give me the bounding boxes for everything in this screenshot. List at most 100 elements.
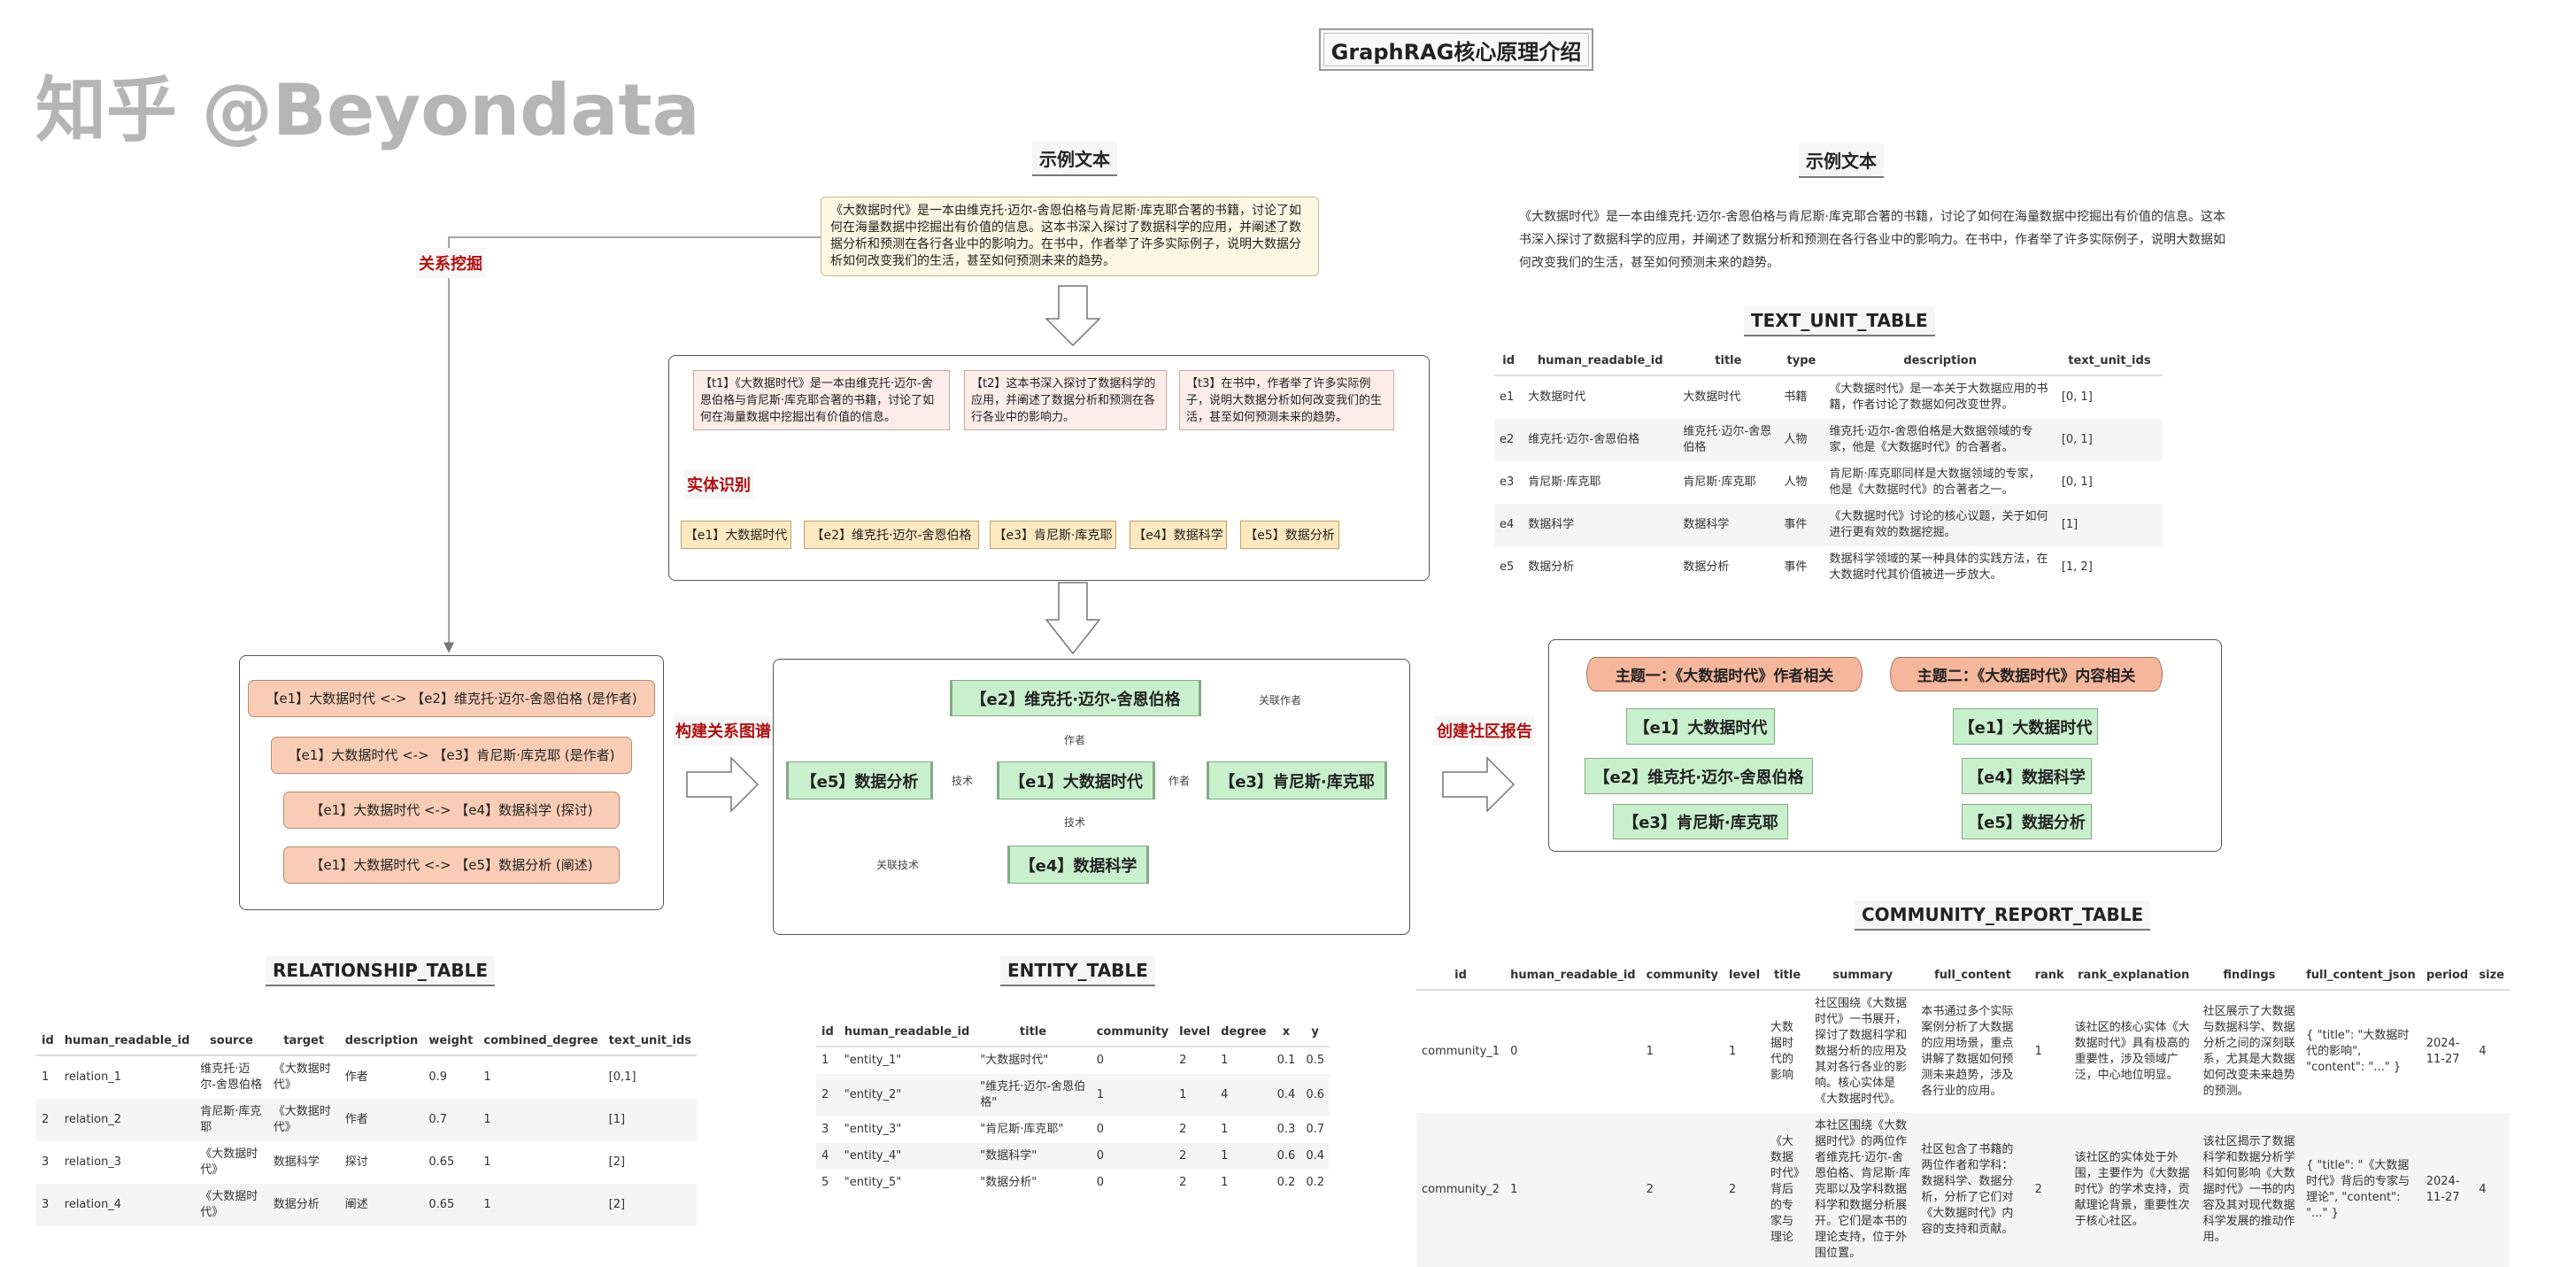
table-cell: 0.4 xyxy=(1271,1074,1301,1116)
table-cell: 1 xyxy=(1221,1054,1229,1067)
down-arrow-2 xyxy=(1045,582,1101,655)
column-header: rank_explanation xyxy=(2069,962,2198,991)
table-cell: relation_4 xyxy=(58,1184,196,1226)
column-header: degree xyxy=(1215,1018,1272,1047)
graph-node-e1: 【e1】大数据时代 xyxy=(997,761,1155,800)
table-cell: 1 xyxy=(483,1070,491,1084)
entity-e2: 【e2】维克托·迈尔-舍恩伯格 xyxy=(804,521,979,549)
community-report-table-title: COMMUNITY_REPORT_TABLE xyxy=(1855,900,2151,931)
table-cell: 《大数据时代》 xyxy=(200,1147,258,1177)
table-cell: 该社区的核心实体《大数据时代》具有极高的重要性，涉及领域广泛，中心地位明显。 xyxy=(2074,1021,2190,1082)
table-cell: "肯尼斯·库克耶" xyxy=(980,1123,1064,1136)
column-header: human_readable_id xyxy=(1523,347,1678,376)
sample-text-heading: 示例文本 xyxy=(1032,142,1117,176)
table-cell: 《大数据时代》讨论的核心议题，关于如何进行更有效的数据挖掘。 xyxy=(1824,504,2056,546)
relation-item: 【e1】大数据时代 <-> 【e5】数据分析 (阐述) xyxy=(283,846,620,884)
table-cell: 3 xyxy=(36,1184,59,1226)
edge-label: 关联技术 xyxy=(875,857,922,872)
table-cell: 0.4 xyxy=(1300,1143,1330,1170)
table-cell: 1 xyxy=(42,1070,50,1084)
table-cell: 事件 xyxy=(1784,560,1808,574)
table-cell: 《大数据时代》 xyxy=(267,1099,340,1141)
table-cell: "entity_2" xyxy=(838,1074,976,1116)
table-cell: 数据科学 xyxy=(1677,504,1779,546)
column-header: text_unit_ids xyxy=(603,1027,697,1056)
table-cell: 《大数据时代》 xyxy=(195,1184,268,1226)
table-cell: 1 xyxy=(1221,1123,1229,1136)
relation-mining-connector xyxy=(443,236,821,653)
right-arrow-2 xyxy=(1442,756,1516,813)
table-cell: "维克托·迈尔-舍恩伯格" xyxy=(975,1074,1091,1116)
text-unit-t2: 【t2】这本书深入探讨了数据科学的应用，并阐述了数据分析和预测在各行各业中的影响… xyxy=(964,370,1167,430)
column-header: community xyxy=(1091,1018,1175,1047)
column-header: description xyxy=(339,1027,424,1056)
entity-e5: 【e5】数据分析 xyxy=(1240,521,1339,549)
graph-node-e3: 【e3】肯尼斯·库克耶 xyxy=(1207,761,1387,800)
community-topic-2: 主题二：《大数据时代》内容相关 xyxy=(1890,657,2163,691)
column-header: rank xyxy=(2029,962,2070,991)
text-unit-table-title: TEXT_UNIT_TABLE xyxy=(1744,306,1935,336)
table-cell: 0.7 xyxy=(423,1099,479,1141)
table-cell: 0.65 xyxy=(423,1184,479,1226)
column-header: title xyxy=(975,1018,1091,1047)
edge-label: 技术 xyxy=(1062,815,1088,830)
table-cell: 大数据时代的影响 xyxy=(1770,1021,1794,1082)
edge-label: 作者 xyxy=(1167,773,1192,788)
column-header: source xyxy=(195,1027,268,1056)
table-cell: 0.2 xyxy=(1276,1176,1296,1189)
edge-label: 技术 xyxy=(950,773,976,788)
table-cell: 0 xyxy=(1096,1176,1104,1189)
column-header: combined_degree xyxy=(478,1027,604,1056)
table-cell: 3 xyxy=(42,1155,50,1169)
relation-item: 【e1】大数据时代 <-> 【e4】数据科学 (探讨) xyxy=(283,792,620,829)
table-cell: community_2 xyxy=(1416,1113,1506,1267)
entity-table-title: ENTITY_TABLE xyxy=(1000,956,1155,986)
column-header: text_unit_ids xyxy=(2055,347,2163,376)
table-cell: 0.6 xyxy=(1271,1143,1301,1170)
column-header: y xyxy=(1300,1018,1330,1047)
table-cell: 1 xyxy=(821,1054,829,1067)
table-cell: 2 xyxy=(36,1099,59,1141)
table-cell: "entity_5" xyxy=(844,1176,902,1189)
table-cell: 0.5 xyxy=(1306,1054,1324,1067)
table-cell: "entity_3" xyxy=(844,1123,902,1136)
entity-recognition-label: 实体识别 xyxy=(684,469,753,499)
table-cell: 1 xyxy=(1221,1176,1229,1189)
table-cell: 数据分析 xyxy=(267,1184,340,1226)
table-cell: 2024-11-27 xyxy=(2420,1113,2474,1267)
table-cell: 1 xyxy=(1646,1045,1654,1058)
column-header: type xyxy=(1778,347,1824,376)
column-header: title xyxy=(1765,962,1810,991)
table-cell: 《大数据时代》背后的专家与理论 xyxy=(1765,1113,1810,1267)
table-cell: 1 xyxy=(483,1155,491,1169)
relation-mining-label: 关系挖掘 xyxy=(416,248,485,278)
column-header: summary xyxy=(1809,962,1917,991)
table-cell: 事件 xyxy=(1778,504,1824,546)
table-cell: { "title": "《大数据时代》背后的专家与理论", "content":… xyxy=(2301,1113,2421,1267)
table-cell: [1, 2] xyxy=(2061,560,2093,574)
table-cell: 0 xyxy=(1096,1054,1104,1067)
table-cell: 1 xyxy=(2034,1045,2042,1058)
column-header: id xyxy=(1416,962,1506,991)
table-cell: 5 xyxy=(821,1176,829,1189)
column-header: human_readable_id xyxy=(1505,962,1641,991)
table-cell: 社区围绕《大数据时代》一书展开，探讨了数据科学和数据分析的应用及其对各行各业的影… xyxy=(1815,997,1908,1106)
table-cell: 人物 xyxy=(1784,475,1808,489)
table-cell: relation_1 xyxy=(64,1070,122,1084)
table-cell: "entity_1" xyxy=(844,1054,902,1067)
table-cell: e3 xyxy=(1500,475,1515,489)
table-cell: 维克托·迈尔-舍恩伯格 xyxy=(200,1062,262,1092)
table-cell: 数据分析 xyxy=(1528,560,1575,574)
table-cell: community_1 xyxy=(1422,1045,1500,1058)
